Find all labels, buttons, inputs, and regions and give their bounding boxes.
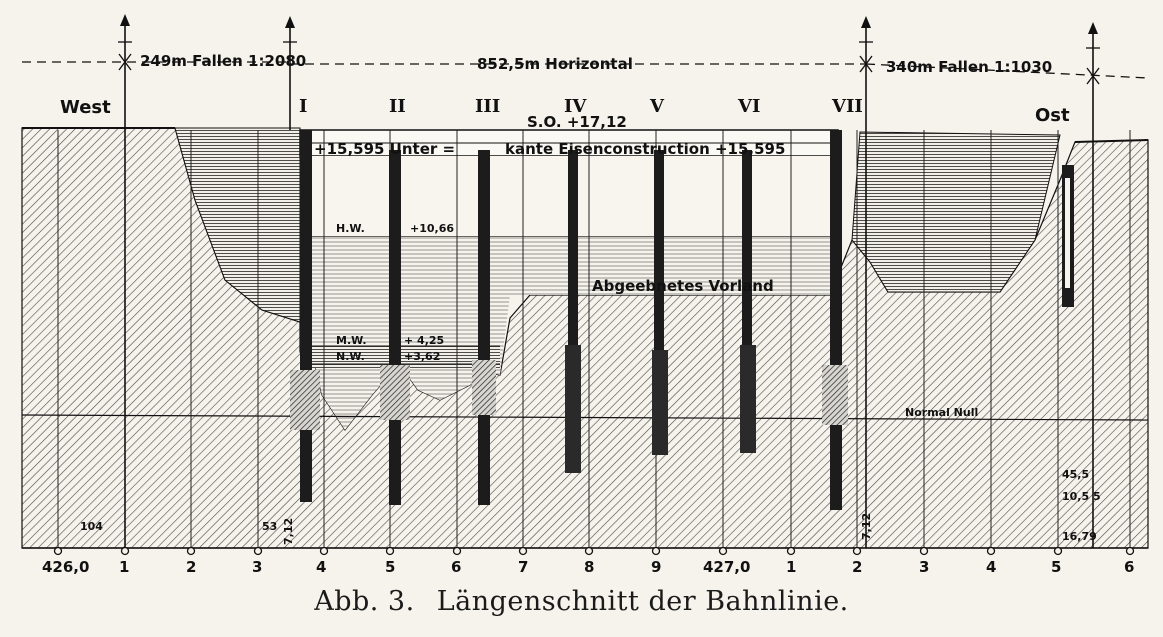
station-marker	[319, 546, 329, 556]
station-marker	[385, 546, 395, 556]
east-abutment-pile-core	[1065, 178, 1070, 288]
pier-label-II: II	[389, 96, 406, 117]
station-marker	[786, 546, 796, 556]
station-marker	[120, 546, 130, 556]
station-5: 5	[385, 558, 395, 576]
figure-caption: Abb. 3. Längenschnitt der Bahnlinie.	[0, 586, 1163, 617]
pier-I	[300, 130, 312, 502]
station-r4: 4	[986, 558, 996, 576]
caption-title: Längenschnitt der Bahnlinie.	[436, 586, 849, 617]
underside-label: +15,595 Unter =	[314, 140, 455, 158]
station-start-left: 426,0	[42, 558, 89, 576]
vorland-label: Abgeebnetes Vorland	[592, 277, 774, 295]
pier-label-III: III	[475, 96, 500, 117]
station-r3: 3	[919, 558, 929, 576]
station-6: 6	[451, 558, 461, 576]
underside-label-cont: kante Eisenconstruction +15,595	[505, 140, 785, 158]
station-marker	[1125, 546, 1135, 556]
station-4: 4	[316, 558, 326, 576]
station-marker	[253, 546, 263, 556]
station-2: 2	[186, 558, 196, 576]
station-8: 8	[584, 558, 594, 576]
pier-label-I: I	[299, 96, 307, 117]
hw-label: H.W.	[336, 222, 365, 235]
pier-label-VI: VI	[737, 96, 760, 117]
station-r1: 1	[786, 558, 796, 576]
dim-712-west: 7,12	[282, 518, 295, 545]
pier-III	[478, 150, 490, 505]
pier-label-V: V	[649, 96, 665, 117]
station-marker	[718, 546, 728, 556]
pier-V	[654, 150, 664, 350]
dim-455: 45,5	[1062, 468, 1089, 481]
station-marker	[518, 546, 528, 556]
station-marker	[919, 546, 929, 556]
station-numbers: 426,0 1 2 3 4 5 6 7 8 9 427,0 1 2 3 4 5 …	[42, 558, 1134, 576]
station-marker	[651, 546, 661, 556]
pier-V-foundation	[652, 350, 668, 455]
right-gradient-label: 340m Fallen 1:1030	[886, 58, 1052, 76]
normal-null-line	[21, 414, 1149, 421]
station-r2: 2	[852, 558, 862, 576]
west-embankment-fill	[174, 127, 301, 323]
mw-label: M.W.	[336, 334, 367, 347]
station-9: 9	[651, 558, 661, 576]
nw-label: N.W.	[336, 350, 365, 363]
dim-712-east: 7,12	[860, 513, 873, 540]
pier-III-foundation	[472, 360, 496, 415]
station-start-mid: 427,0	[703, 558, 750, 576]
pier-VII	[830, 130, 842, 510]
station-marker	[186, 546, 196, 556]
survey-pole-3	[859, 16, 873, 548]
dim-53: 53	[262, 520, 277, 533]
pier-VII-foundation	[822, 365, 848, 425]
station-3: 3	[252, 558, 262, 576]
pier-IV	[568, 150, 578, 345]
pier-II	[389, 150, 401, 505]
left-gradient-label: 249m Fallen 1:2080	[140, 52, 306, 70]
dim-105: 10,5 5	[1062, 490, 1101, 503]
station-marker	[852, 546, 862, 556]
survey-pole-east	[1086, 22, 1100, 548]
so-level-label: S.O. +17,12	[527, 113, 627, 131]
east-embankment-fill	[851, 131, 1061, 293]
east-label: Ost	[1035, 105, 1070, 126]
station-marker	[986, 546, 996, 556]
pier-label-IV: IV	[564, 96, 587, 117]
west-label: West	[60, 97, 111, 118]
bridge-piers	[290, 130, 1074, 510]
station-marker	[53, 546, 63, 556]
station-r5: 5	[1051, 558, 1061, 576]
dim-1679: 16,79	[1062, 530, 1097, 543]
middle-horizontal-label: 852,5m Horizontal	[477, 55, 633, 73]
station-1: 1	[119, 558, 129, 576]
hw-value: +10,66	[410, 222, 454, 235]
station-7: 7	[518, 558, 528, 576]
pier-VI	[742, 150, 752, 345]
dim-104: 104	[80, 520, 103, 533]
station-marker	[1053, 546, 1063, 556]
gradient-lines	[22, 61, 1149, 79]
baseline-markers	[53, 546, 1135, 556]
pier-labels: I II III IV V VI VII	[299, 96, 863, 117]
mw-value: + 4,25	[404, 334, 444, 347]
pier-VI-foundation	[740, 345, 756, 453]
normal-null-label: Normal Null	[905, 406, 978, 419]
survey-pole-2	[283, 16, 297, 130]
caption-prefix: Abb. 3.	[314, 586, 415, 617]
survey-pole-west	[118, 14, 132, 548]
survey-poles	[118, 14, 1100, 548]
pier-II-foundation	[380, 365, 410, 420]
nw-value: +3,62	[404, 350, 440, 363]
station-r6: 6	[1124, 558, 1134, 576]
pier-I-foundation	[290, 370, 320, 430]
station-marker	[584, 546, 594, 556]
station-marker	[452, 546, 462, 556]
pier-IV-foundation	[565, 345, 581, 473]
pier-label-VII: VII	[831, 96, 863, 117]
